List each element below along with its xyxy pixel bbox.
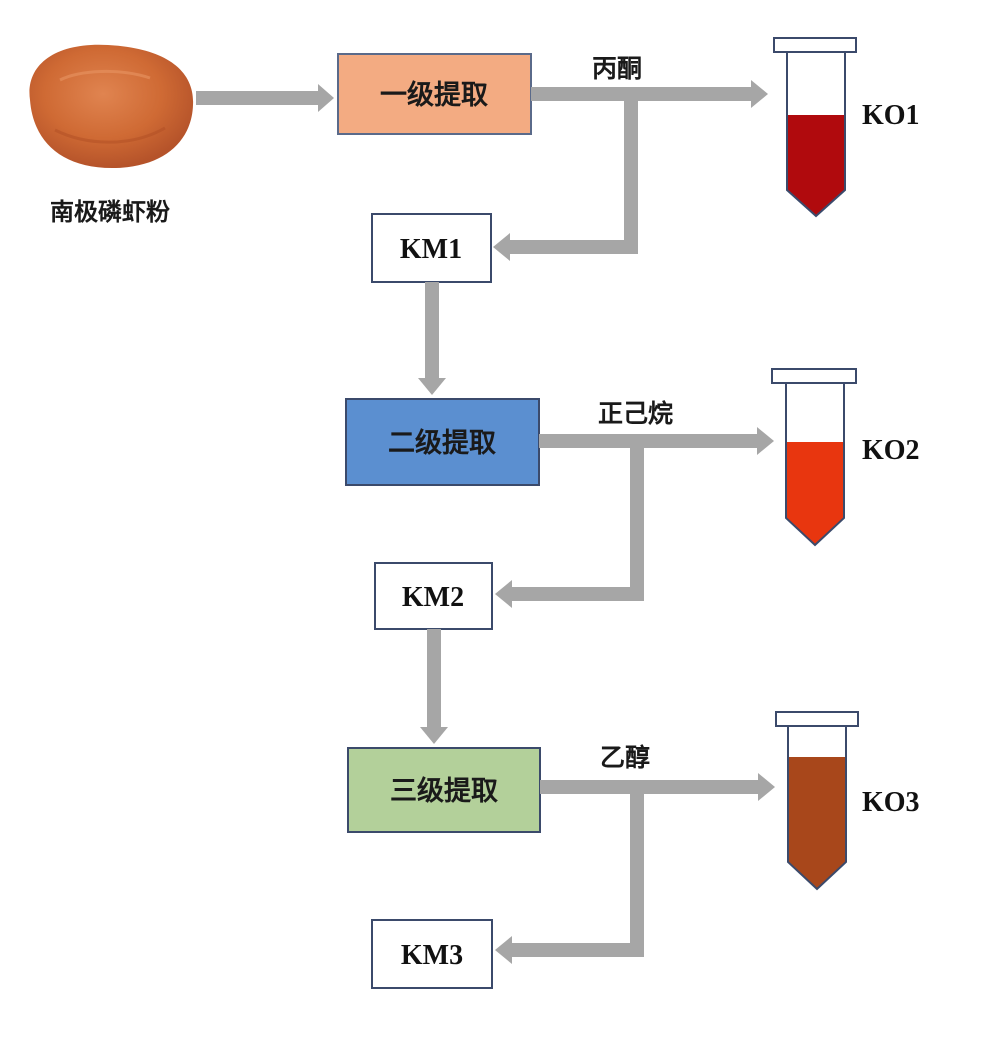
km3-label: KM3 [401, 940, 463, 971]
ko1-label: KO1 [862, 100, 920, 131]
km1-label: KM1 [400, 234, 462, 265]
arrow-powder-to-stage1 [196, 84, 334, 112]
stage3-solvent-label: 乙醇 [600, 743, 650, 772]
stage3-label: 三级提取 [390, 775, 498, 807]
ko1-test-tube-icon [773, 37, 857, 218]
krill-powder-icon [29, 44, 194, 168]
arrow-km2-to-stage3 [420, 629, 448, 744]
ko3-label: KO3 [862, 787, 920, 818]
arrow-stage2-to-km2 [495, 441, 644, 608]
arrow-stage1-to-ko1 [531, 80, 768, 108]
km3-box [371, 919, 493, 989]
km2-box [374, 562, 493, 630]
ko2-label: KO2 [862, 435, 920, 466]
source-label: 南极磷虾粉 [50, 198, 170, 226]
arrow-stage3-to-km3 [495, 787, 644, 964]
stage3-box [347, 747, 541, 833]
stage1-label: 一级提取 [380, 79, 488, 111]
ko3-test-tube-icon [775, 711, 859, 891]
arrow-stage1-to-km1 [493, 94, 638, 261]
stage1-box [337, 53, 532, 135]
stage1-solvent-label: 丙酮 [592, 54, 642, 83]
stage2-solvent-label: 正己烷 [598, 399, 673, 428]
ko2-test-tube-icon [771, 368, 857, 547]
stage2-label: 二级提取 [388, 427, 496, 459]
km2-label: KM2 [402, 582, 464, 613]
arrow-stage2-to-ko2 [539, 427, 774, 455]
arrow-stage3-to-ko3 [540, 773, 775, 801]
arrow-km1-to-stage2 [418, 282, 446, 395]
